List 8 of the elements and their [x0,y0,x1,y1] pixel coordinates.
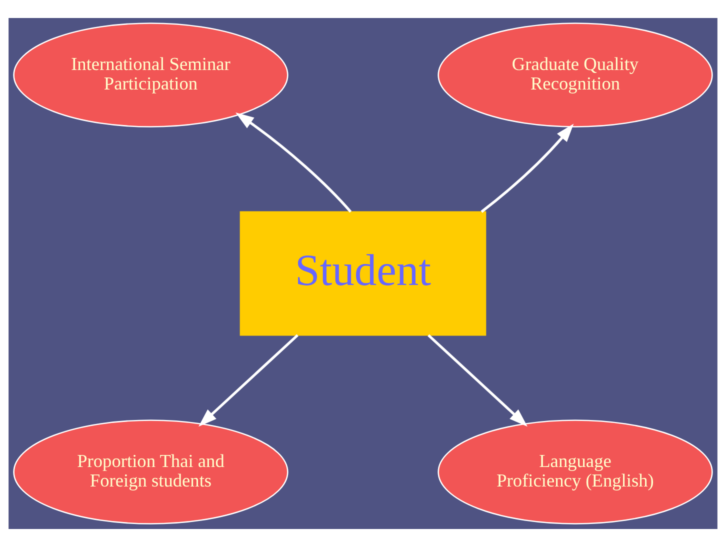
node-ellipse: Proportion Thai and Foreign students [13,420,288,524]
arrow [428,334,528,427]
node-ellipse: Graduate Quality Recognition [438,22,713,128]
arrow [480,124,574,213]
arrow [198,334,298,427]
node-box: Student [240,211,486,336]
arrow [236,112,352,213]
node-ellipse: Language Proficiency (English) [438,420,713,524]
